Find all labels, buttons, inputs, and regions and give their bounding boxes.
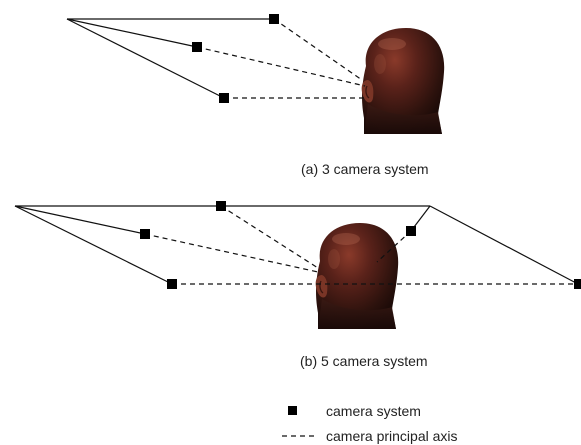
camera-marker-b-1 bbox=[216, 201, 226, 211]
principal-axis-a-1 bbox=[273, 18, 363, 81]
principal-axis-b-2 bbox=[144, 233, 319, 273]
camera-marker-a-1 bbox=[269, 14, 279, 24]
camera-marker-a-2 bbox=[192, 42, 202, 52]
principal-axis-b-3 bbox=[376, 230, 412, 263]
panel-a-diagram: (a) 3 camera system bbox=[66, 14, 445, 177]
caption-a: (a) 3 camera system bbox=[301, 161, 429, 177]
baseline-bottom-a bbox=[66, 18, 225, 99]
principal-axis-a-2 bbox=[196, 46, 366, 87]
baseline-lower-b bbox=[14, 205, 173, 285]
camera-marker-b-5 bbox=[574, 279, 581, 289]
legend-axis-label: camera principal axis bbox=[326, 428, 458, 444]
panel-b-diagram: (b) 5 camera system bbox=[14, 201, 581, 369]
head-image-b bbox=[315, 222, 399, 330]
caption-b: (b) 5 camera system bbox=[300, 353, 428, 369]
legend-camera-label: camera system bbox=[326, 403, 421, 419]
principal-axis-b-1 bbox=[220, 205, 319, 269]
legend-camera-marker bbox=[288, 406, 297, 415]
baseline-upper-b bbox=[14, 205, 146, 235]
camera-marker-b-4 bbox=[167, 279, 177, 289]
camera-marker-a-3 bbox=[219, 93, 229, 103]
baseline-right-long-b bbox=[429, 205, 579, 285]
legend: camera system camera principal axis bbox=[282, 403, 458, 444]
camera-marker-b-2 bbox=[140, 229, 150, 239]
camera-marker-b-3 bbox=[406, 226, 416, 236]
baseline-mid-a bbox=[66, 18, 198, 48]
head-image-a bbox=[361, 27, 445, 135]
